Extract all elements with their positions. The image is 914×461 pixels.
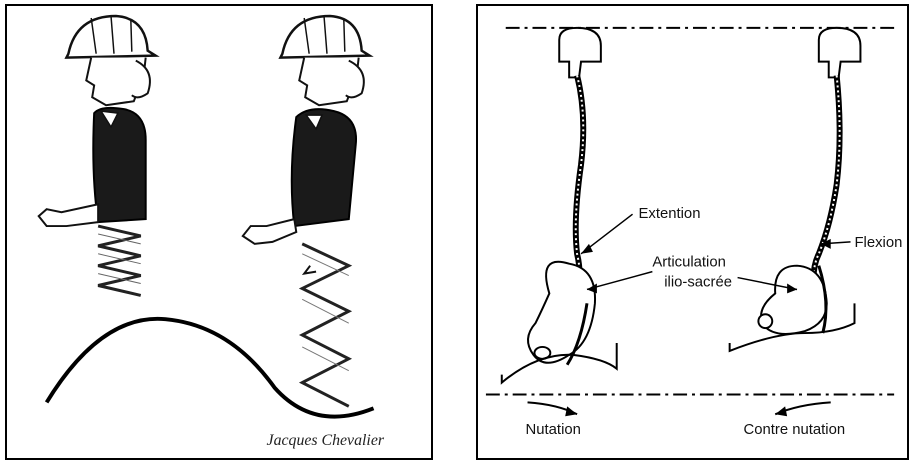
label-contre-nutation: Contre nutation	[744, 422, 846, 438]
label-ilio-sacree: ilio-sacrée	[664, 274, 732, 290]
label-extention: Extention	[639, 206, 701, 222]
wave-curve	[47, 319, 374, 417]
right-panel-nutation-diagram: Extention Flexion Articulation ilio-sacr…	[476, 4, 909, 460]
label-flexion: Flexion	[854, 235, 902, 251]
artist-signature: Jacques Chevalier	[267, 432, 385, 449]
riders-illustration: Jacques Chevalier	[7, 6, 431, 458]
extension-figure	[502, 28, 617, 383]
label-nutation: Nutation	[526, 422, 581, 438]
label-articulation: Articulation	[652, 255, 726, 271]
rider-left	[39, 16, 156, 295]
nutation-diagram: Extention Flexion Articulation ilio-sacr…	[478, 6, 907, 458]
left-panel-riders-on-springs: Jacques Chevalier	[5, 4, 433, 460]
flexion-figure	[730, 28, 861, 351]
rider-right	[243, 16, 370, 406]
